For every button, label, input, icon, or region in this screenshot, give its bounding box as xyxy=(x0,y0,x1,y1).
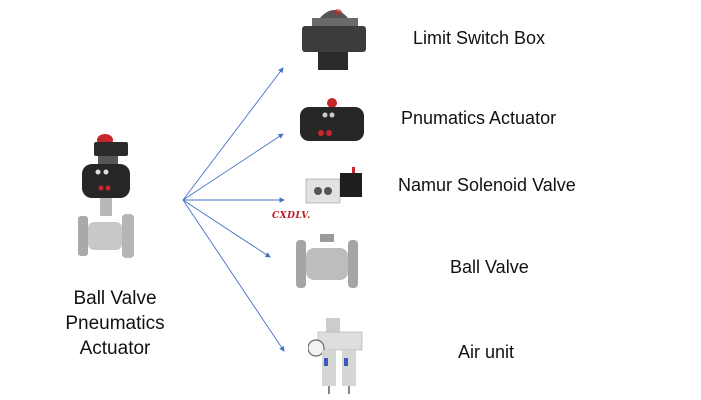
air-unit-image xyxy=(308,318,363,394)
pneumatic-actuator-image xyxy=(300,98,364,141)
arrow-to-air-unit xyxy=(182,199,285,352)
component-label-air-unit: Air unit xyxy=(458,342,515,362)
arrow-to-limit-switch-box xyxy=(182,67,284,201)
ball-valve-pneumatic-actuator-image xyxy=(78,134,134,258)
brand-logo: CXDLV. xyxy=(272,211,311,221)
namur-solenoid-valve-image xyxy=(305,167,362,204)
component-label-namur-solenoid-valve: Namur Solenoid Valve xyxy=(398,175,576,195)
component-label-ball-valve: Ball Valve xyxy=(450,257,529,277)
arrow-to-pneumatic-actuator xyxy=(182,133,284,201)
main-label-line-2: Pneumatics xyxy=(65,313,165,334)
limit-switch-box-image xyxy=(302,9,366,70)
main-label-line-3: Actuator xyxy=(79,338,151,359)
arrow-to-ball-valve xyxy=(182,199,271,258)
main-product-label: Ball Valve Pneumatics Actuator xyxy=(40,286,190,361)
component-label-limit-switch-box: Limit Switch Box xyxy=(413,28,546,48)
main-label-line-1: Ball Valve xyxy=(73,288,157,309)
ball-valve-image xyxy=(296,234,358,288)
component-label-pneumatic-actuator: Pnumatics Actuator xyxy=(401,108,557,128)
